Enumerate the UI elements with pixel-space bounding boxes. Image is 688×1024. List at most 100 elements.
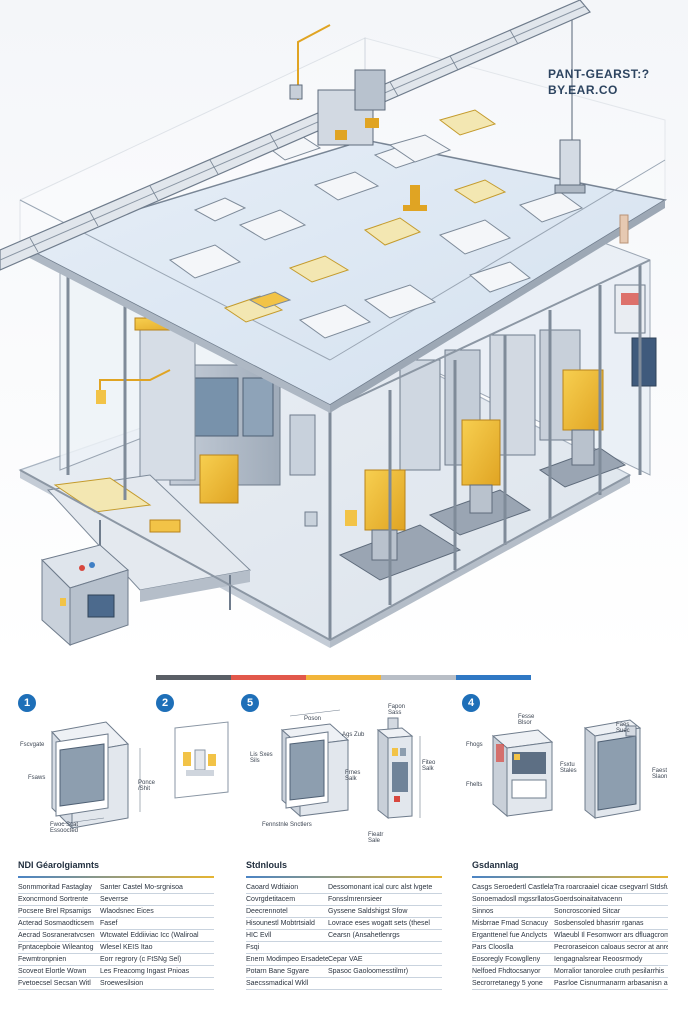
gantry-trolley xyxy=(289,24,386,146)
callout-label: Fennstnle Snctlers xyxy=(262,822,312,828)
step-1-badge: 1 xyxy=(18,694,36,712)
table-cell-label: Secrorretanegy 5 yone xyxy=(472,980,543,987)
table-cell-label: Covrgdetitacem xyxy=(246,896,296,903)
plant-title-line2: BY.EAR.CO xyxy=(548,83,618,97)
callout-label: Fhogs xyxy=(466,742,483,748)
table-cell-value: Fonsslmrenrsieer xyxy=(328,896,383,903)
gantry-rail xyxy=(0,0,591,271)
table-cell-label: Misbrrae Fmad Scnacuy xyxy=(472,920,548,927)
table-cell-value: Pecroraseicon caloaus secror at anrebrac… xyxy=(554,944,668,951)
table-cell-label: Eosoregly Fcowglleny xyxy=(472,956,541,963)
plant-title: PANT-GEARST:? BY.EAR.CO xyxy=(548,66,680,98)
deck-workstations xyxy=(168,109,584,339)
callout-label: Faes Suec xyxy=(616,722,630,734)
callout-label: Fsaws xyxy=(28,775,46,781)
table-cell-value: Morralior tanorolee cruth pesilarrhis xyxy=(554,968,665,975)
table-cell-label: Sinnos xyxy=(472,908,494,915)
vent-pipe xyxy=(619,214,629,244)
table-rule xyxy=(472,876,668,878)
table-cell-value: Wtcwatel Eddiiviac Icc (Waliroal xyxy=(100,932,199,939)
detail-3-frame xyxy=(280,709,350,818)
table-cell-label: Sonoemadosll mgssrllatos xyxy=(472,896,554,903)
color-divider xyxy=(156,675,531,680)
table-row: Covrgdetitacem Fonsslmrenrsieer xyxy=(246,894,442,906)
table-cell-value: Tra roarcraaiel cicae csegvarrl Stdsfum xyxy=(554,884,668,891)
table-cell-label: Fvetoecsel Secsan Witl xyxy=(18,980,91,987)
spec-table-3-heading: Gsdannlag xyxy=(472,860,519,870)
table-rule xyxy=(246,876,442,878)
table-cell-label: Fsqi xyxy=(246,944,260,951)
table-row: Aecrad Sosraneratvcsen Wtcwatel Eddiiviac… xyxy=(18,930,214,942)
table-cell-label: Scoveot Elortle Wown xyxy=(18,968,87,975)
table-row: Misbrrae Fmad Scnacuy Sosbensoled bhasrir… xyxy=(472,918,668,930)
table-row: Saecssmadical Wkll xyxy=(246,978,442,990)
factory-cutaway-illustration xyxy=(0,0,688,660)
table-cell-label: Nelfoed Fhdtocsanyor xyxy=(472,968,541,975)
step-2-badge: 2 xyxy=(156,694,174,712)
callout-label: Faest Slaon xyxy=(652,768,668,780)
callout-label: Poson xyxy=(304,716,322,722)
callout-label: Fiteo Salk xyxy=(422,760,436,772)
callout-label: Lis Sxes Sils xyxy=(250,752,273,764)
table-cell-label: Aecrad Sosraneratvcsen xyxy=(18,932,95,939)
table-cell-label: Fpntacepboie Wileantog xyxy=(18,944,94,951)
table-cell-value xyxy=(328,942,442,953)
upper-deck xyxy=(18,37,668,413)
callout-label: Fwoc Scat Essoocted xyxy=(50,822,79,834)
callout-label: Fscvgate xyxy=(20,742,45,748)
table-cell-label: Casgs Seroedertl Castlelay xyxy=(472,884,554,891)
table-row: Pars Clooslla Pecroraseicon caloaus secro… xyxy=(472,942,668,954)
table-cell-value: Pasrloe Cisnurmanarm arbasanisn arshalla… xyxy=(554,980,668,987)
table-cell-label: Sonmmoritad Fastaglay xyxy=(18,884,92,891)
plant-title-line1: PANT-GEARST:? xyxy=(548,67,650,81)
spec-table-2-heading: Stdnlouls xyxy=(246,860,287,870)
table-cell-label: Saecssmadical Wkll xyxy=(246,980,309,987)
divider-segment xyxy=(381,675,456,680)
table-cell-value: Fasef xyxy=(100,920,118,927)
table-row: Fpntacepboie Wileantog Wlesel KEIS Itao xyxy=(18,942,214,954)
callout-label: Fapon Sass xyxy=(388,704,406,716)
table-cell-label: Erganttenel fue Anclycts xyxy=(472,932,548,939)
table-row: Acterad Sosmaodticsem Fasef xyxy=(18,918,214,930)
table-cell-value: Lovrace eses wogatt sets (thesel xyxy=(328,920,430,927)
callout-label: Ags Zub xyxy=(342,732,365,738)
table-cell-value: Gyssene Saldshigst Sfow xyxy=(328,908,408,915)
table-row: Secrorretanegy 5 yone Pasrloe Cisnurmanar… xyxy=(472,978,668,990)
table-cell-value: Sosbensoled bhasrirr rganas xyxy=(554,920,644,927)
table-cell-value xyxy=(328,978,442,989)
divider-segment xyxy=(156,675,231,680)
callout-label: Fesse Blsor xyxy=(518,714,535,726)
detail-3b-control-unit xyxy=(376,717,421,820)
table-cell-label: Exoncrmond Sortrente xyxy=(18,896,89,903)
table-cell-label: Enem Modimpeo Ersadetes xyxy=(246,956,328,963)
callout-label: Frnes Salk xyxy=(345,770,361,782)
table-cell-label: Potarn Bane Sgyare xyxy=(246,968,310,975)
table-cell-label: Acterad Sosmaodticsem xyxy=(18,920,94,927)
table-row: Fsqi xyxy=(246,942,442,954)
chimney-column xyxy=(554,20,586,194)
table-cell-value: Wlesel KEIS Itao xyxy=(100,944,153,951)
callout-label: Ponce /Shit xyxy=(138,780,156,792)
callout-label: Fieatr Sale xyxy=(368,832,384,844)
divider-segment xyxy=(306,675,381,680)
table-cell-label: Pars Clooslla xyxy=(472,944,514,951)
detail-4-cabinet xyxy=(491,729,554,818)
